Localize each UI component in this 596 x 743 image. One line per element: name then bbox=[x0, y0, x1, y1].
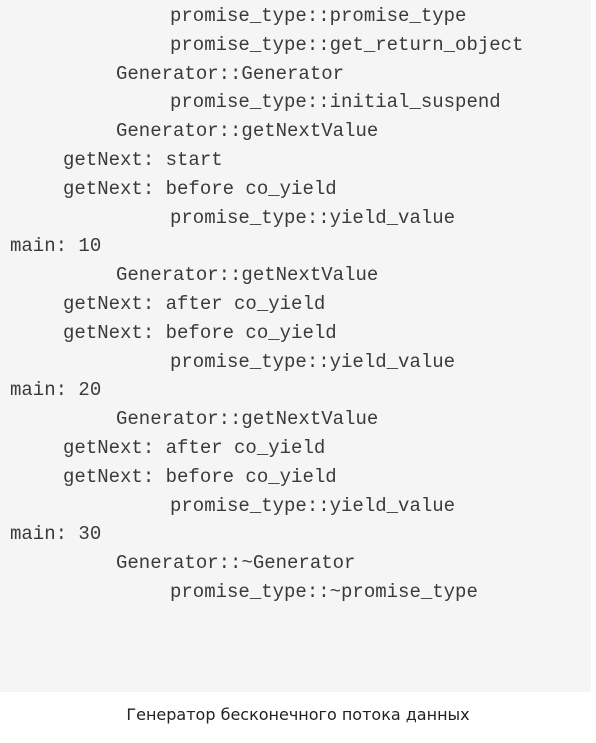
code-line: promise_type::~promise_type bbox=[170, 580, 478, 603]
code-line: main: 30 bbox=[10, 523, 102, 546]
code-line: promise_type::get_return_object bbox=[170, 33, 524, 56]
code-line: main: 10 bbox=[10, 235, 102, 258]
figure-caption: Генератор бесконечного потока данных bbox=[126, 705, 470, 724]
code-line: getNext: before co_yield bbox=[63, 177, 337, 200]
code-line: getNext: before co_yield bbox=[63, 465, 337, 488]
code-line: Generator::~Generator bbox=[116, 552, 356, 575]
code-line: getNext: after co_yield bbox=[63, 292, 326, 315]
code-line: promise_type::yield_value bbox=[170, 494, 456, 517]
code-line: getNext: before co_yield bbox=[63, 321, 337, 344]
code-output-block: promise_type::promise_type promise_type:… bbox=[10, 2, 591, 607]
code-lines: promise_type::promise_type promise_type:… bbox=[10, 2, 591, 607]
code-line: getNext: after co_yield bbox=[63, 436, 326, 459]
code-line: Generator::getNextValue bbox=[116, 264, 379, 287]
code-line: Generator::getNextValue bbox=[116, 120, 379, 143]
code-line: Generator::Generator bbox=[116, 62, 345, 85]
code-line: promise_type::initial_suspend bbox=[170, 91, 501, 114]
code-line: promise_type::yield_value bbox=[170, 206, 456, 229]
code-line: promise_type::promise_type bbox=[170, 5, 467, 27]
code-line: getNext: start bbox=[63, 148, 223, 171]
code-line: main: 20 bbox=[10, 379, 102, 402]
code-line: Generator::getNextValue bbox=[116, 408, 379, 431]
code-line: promise_type::yield_value bbox=[170, 350, 456, 373]
